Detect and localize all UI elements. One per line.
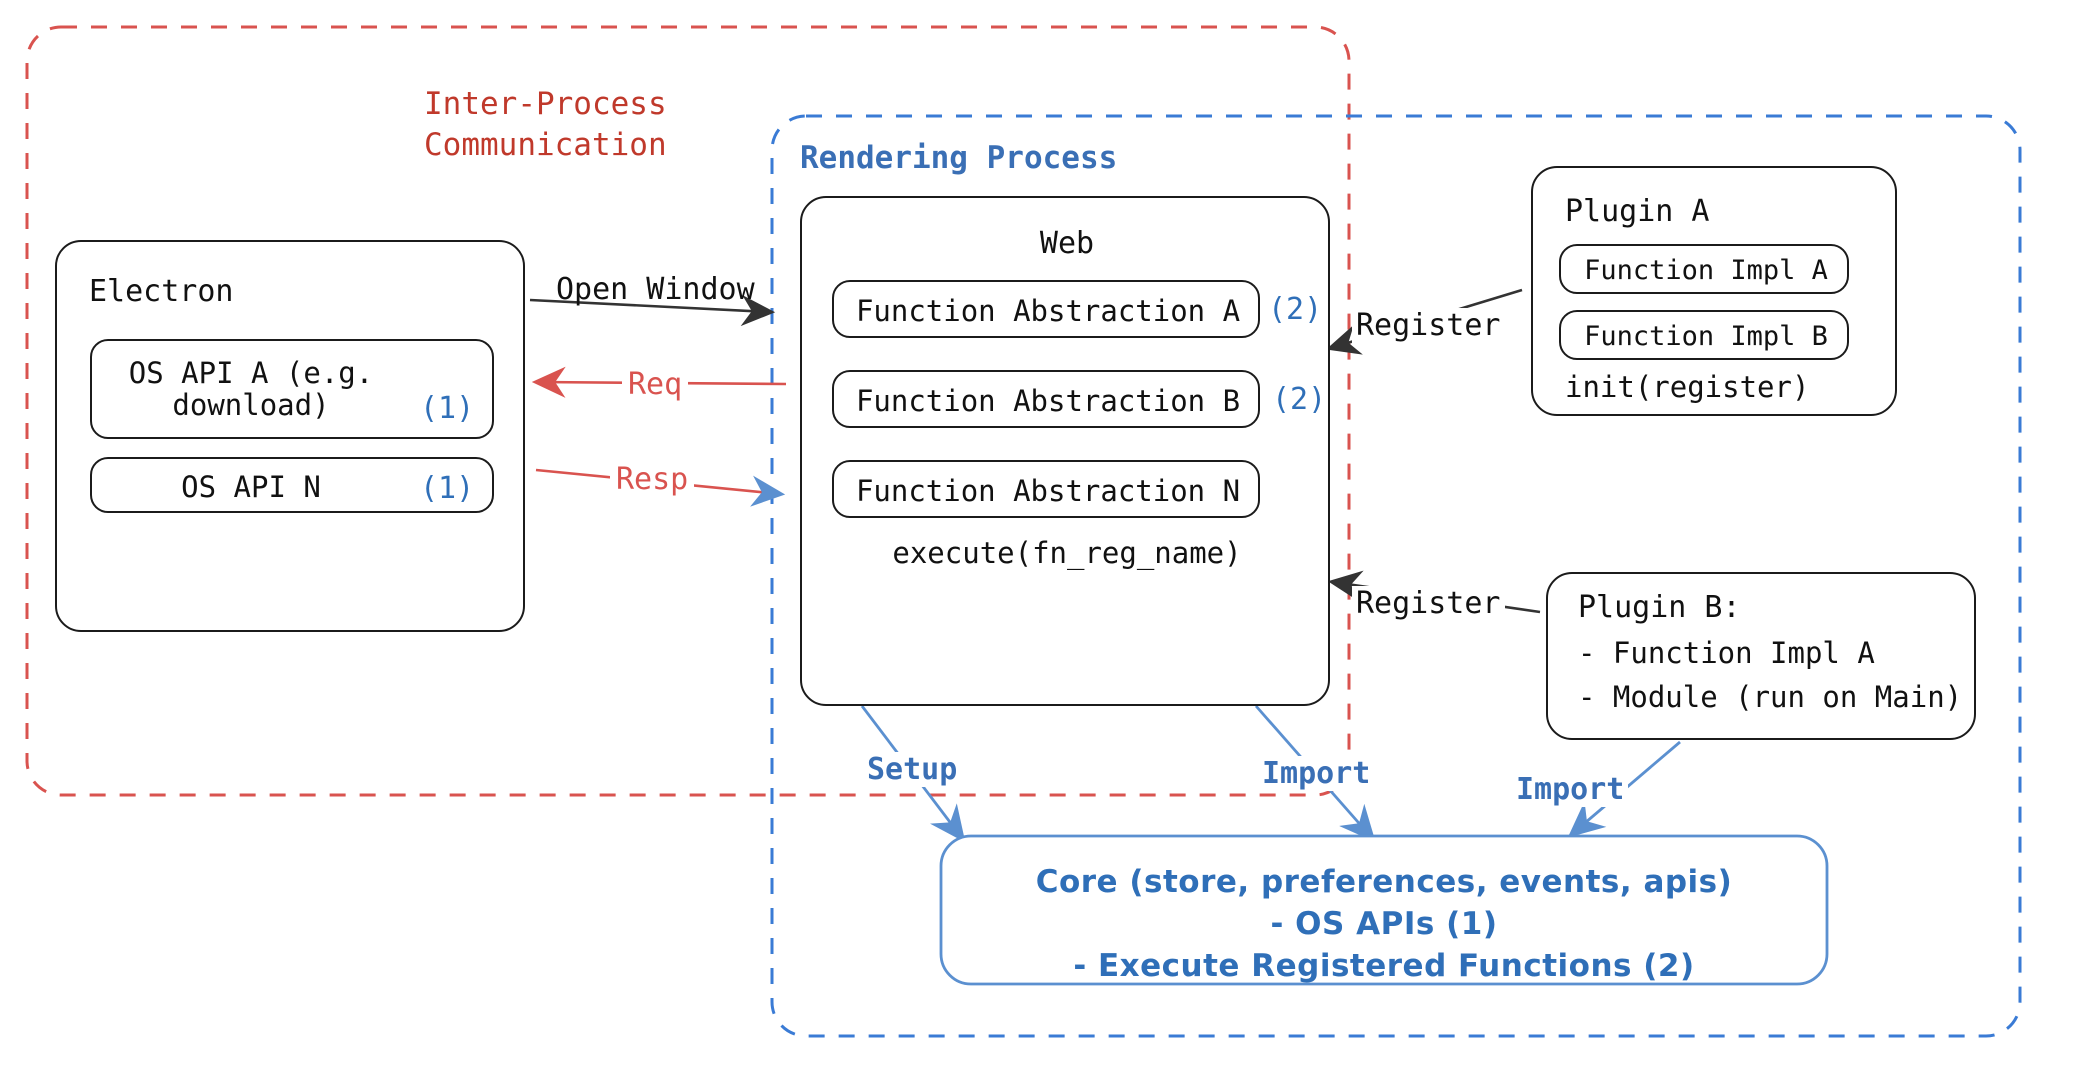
ipc-title-line2: Communication xyxy=(424,126,667,163)
edge-label-import-web: Import xyxy=(1258,756,1375,791)
os-api-n-marker: (1) xyxy=(420,471,475,506)
electron-title: Electron xyxy=(89,274,234,309)
os-api-n-label: OS API N xyxy=(181,470,321,504)
plugin-b-title: Plugin B: xyxy=(1578,590,1741,625)
web-title: Web xyxy=(1039,226,1095,261)
plugin-b-item-0: - Function Impl A xyxy=(1578,636,1875,670)
os-api-a-line2: download) xyxy=(172,388,330,423)
core-box-label: Core (store, preferences, events, apis) -… xyxy=(941,862,1827,988)
function-impl-a-label: Function Impl A xyxy=(1584,255,1828,286)
function-abstraction-a-item[interactable]: Function Abstraction A xyxy=(832,280,1260,338)
function-impl-a-item[interactable]: Function Impl A xyxy=(1559,244,1849,294)
os-api-a-marker: (1) xyxy=(420,391,475,426)
web-box: Web Function Abstraction A (2) Function … xyxy=(800,196,1330,706)
edge-label-register-b: Register xyxy=(1352,586,1505,621)
edge-label-import-plugin-b: Import xyxy=(1512,772,1629,807)
web-execute-label: execute(fn_reg_name) xyxy=(892,536,1242,570)
edge-label-resp: Resp xyxy=(610,462,695,497)
os-api-n-item[interactable]: OS API N (1) xyxy=(90,457,494,513)
function-abstraction-a-marker: (2) xyxy=(1268,292,1323,327)
function-abstraction-b-marker: (2) xyxy=(1272,382,1327,417)
core-line-1: Core (store, preferences, events, apis) xyxy=(1035,864,1733,900)
edge-label-req: Req xyxy=(622,367,689,402)
electron-box: Electron OS API A (e.g.download) (1) OS … xyxy=(55,240,525,632)
edge-label-open-window: Open Window xyxy=(556,272,755,307)
function-abstraction-n-item[interactable]: Function Abstraction N xyxy=(832,460,1260,518)
core-line-2: - OS APIs (1) xyxy=(1270,905,1498,942)
function-abstraction-b-label: Function Abstraction B xyxy=(855,384,1241,418)
ipc-title-line1: Inter-Process xyxy=(424,86,667,122)
plugin-a-init-label: init(register) xyxy=(1565,370,1810,404)
core-line-3: - Execute Registered Functions (2) xyxy=(1073,947,1695,984)
plugin-b-item-1: - Module (run on Main) xyxy=(1578,680,1963,714)
plugin-a-title: Plugin A xyxy=(1565,194,1710,229)
function-impl-b-item[interactable]: Function Impl B xyxy=(1559,310,1849,360)
edge-label-setup: Setup xyxy=(863,752,962,787)
os-api-a-line1: OS API A (e.g. xyxy=(128,356,374,390)
function-impl-b-label: Function Impl B xyxy=(1584,321,1828,352)
rendering-group-title: Rendering Process xyxy=(800,140,1118,176)
plugin-b-box: Plugin B: - Function Impl A - Module (ru… xyxy=(1546,572,1976,740)
function-abstraction-b-item[interactable]: Function Abstraction B xyxy=(832,370,1260,428)
function-abstraction-a-label: Function Abstraction A xyxy=(855,294,1241,328)
edge-label-register-a: Register xyxy=(1352,308,1505,343)
function-abstraction-n-label: Function Abstraction N xyxy=(855,474,1241,508)
plugin-a-box: Plugin A Function Impl A Function Impl B… xyxy=(1531,166,1897,416)
os-api-a-label: OS API A (e.g.download) xyxy=(92,357,410,422)
os-api-a-item[interactable]: OS API A (e.g.download) (1) xyxy=(90,339,494,439)
